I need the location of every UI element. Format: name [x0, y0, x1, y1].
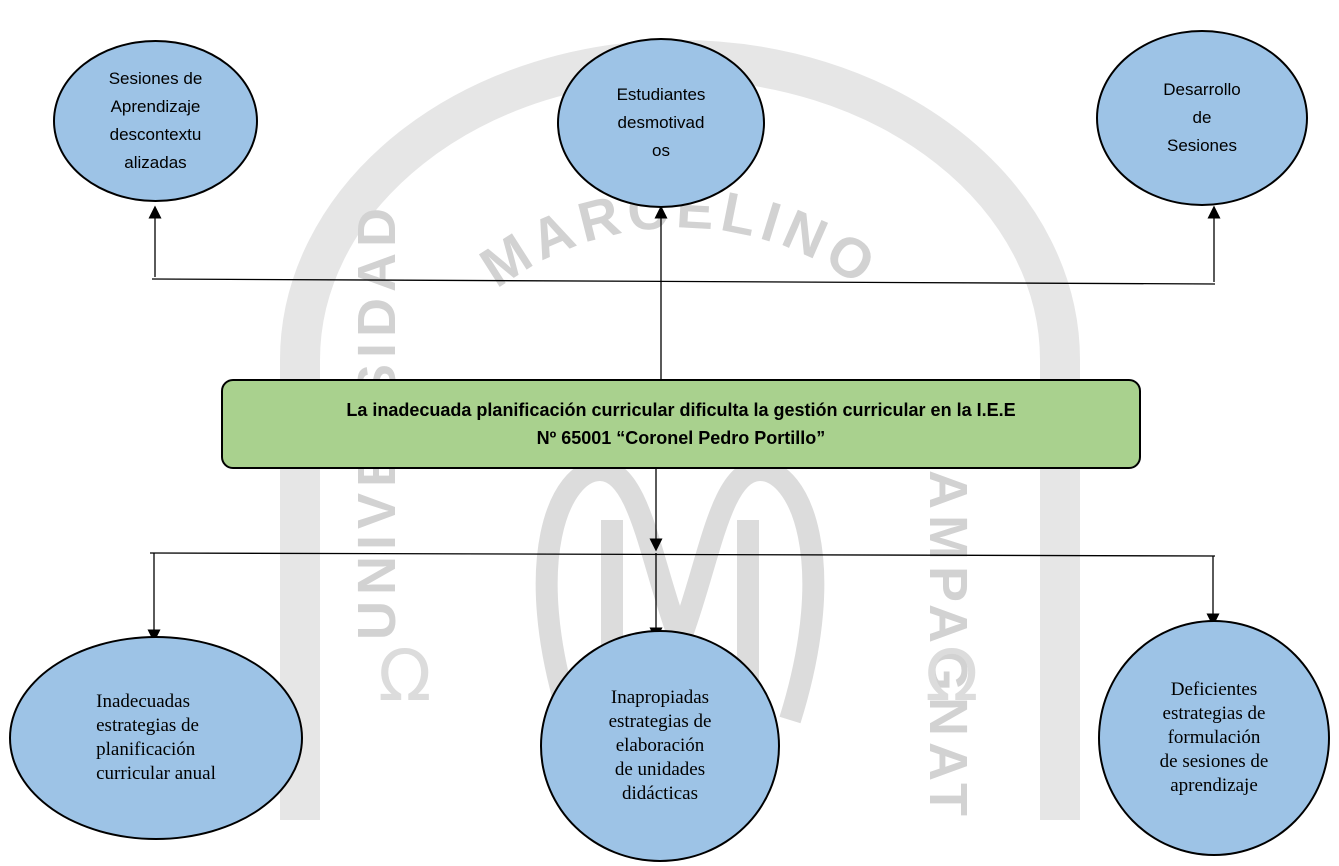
- effect-node-text: Desarrollo de Sesiones: [1163, 80, 1241, 155]
- lower-bus-line: [149, 552, 1216, 557]
- effect-node-estudiantes-desmotivados: Estudiantes desmotivad os: [557, 38, 765, 208]
- effect-node-text: Sesiones de Aprendizaje descontextu aliz…: [108, 69, 203, 172]
- cause-node-sesiones-aprendizaje: Deficientes estrategias de formulación d…: [1098, 620, 1330, 856]
- cause-node-text: Inadecuadas estrategias de planificación…: [96, 691, 216, 784]
- cause-node-text: Deficientes estrategias de formulación d…: [1159, 679, 1269, 796]
- cause-node-planificacion-anual: Inadecuadas estrategias de planificación…: [9, 636, 303, 840]
- effect-node-sesiones-descontextualizadas: Sesiones de Aprendizaje descontextu aliz…: [53, 40, 258, 202]
- central-problem-text: La inadecuada planificación curricular d…: [346, 400, 1016, 448]
- effect-node-desarrollo-sesiones: Desarrollo de Sesiones: [1096, 30, 1308, 206]
- upper-bus-line: [151, 278, 1216, 285]
- effect-node-text: Estudiantes desmotivad os: [616, 85, 706, 160]
- central-problem-box: La inadecuada planificación curricular d…: [221, 379, 1141, 469]
- cause-node-unidades-didacticas: Inapropiadas estrategias de elaboración …: [540, 630, 780, 862]
- cause-node-text: Inapropiadas estrategias de elaboración …: [608, 687, 712, 804]
